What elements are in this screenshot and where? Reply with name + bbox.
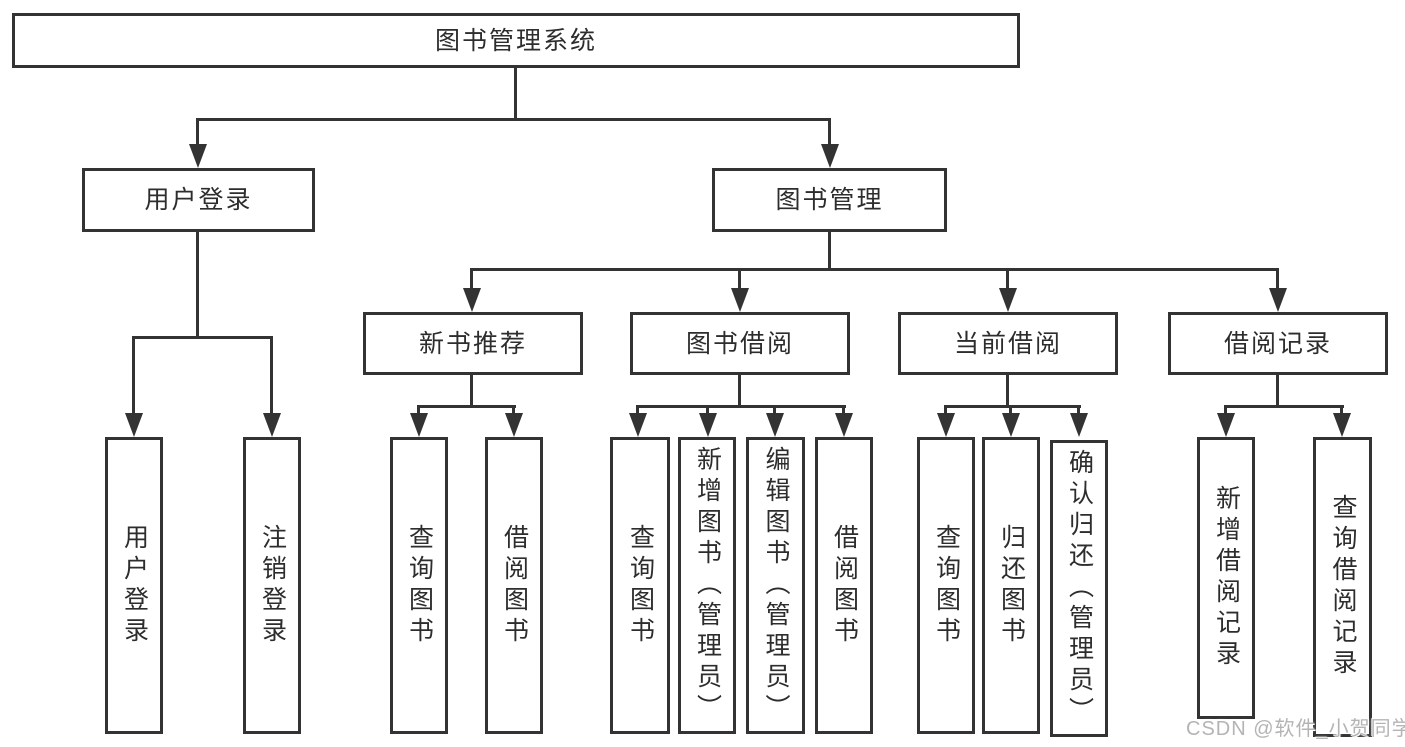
arrowhead [731, 288, 749, 312]
connector-line [828, 118, 831, 148]
arrowhead [999, 288, 1017, 312]
connector-line [470, 268, 473, 292]
node-borrowing-records: 借阅记录 [1168, 312, 1388, 375]
connector-line [1077, 405, 1080, 419]
leaf-label: 用户登录 [120, 523, 149, 648]
leaf-label: 注销登录 [258, 523, 287, 648]
leaf-query-borrow-record: 查询借阅记录 [1313, 437, 1372, 737]
connector-line [1009, 405, 1012, 419]
arrowhead [263, 413, 281, 437]
connector-line [1340, 405, 1343, 419]
connector-line [417, 405, 420, 419]
connector-line [706, 405, 709, 419]
leaf-label: 查询图书 [932, 523, 961, 648]
connector-line [196, 118, 199, 148]
connector-line [738, 373, 741, 408]
connector-line [470, 373, 473, 408]
arrowhead [835, 413, 853, 437]
leaf-borrow-books-borrowing: 借阅图书 [815, 437, 873, 734]
leaf-label: 借阅图书 [830, 523, 859, 648]
leaf-user-login: 用户登录 [105, 437, 163, 734]
leaf-label: 归还图书 [997, 523, 1026, 648]
node-current-borrowing: 当前借阅 [898, 312, 1118, 375]
arrowhead [1217, 413, 1235, 437]
node-book-borrowing: 图书借阅 [630, 312, 850, 375]
leaf-return-books: 归还图书 [982, 437, 1040, 734]
arrowhead [629, 413, 647, 437]
leaf-label: 查询借阅记录 [1329, 494, 1357, 680]
connector-line [1224, 405, 1344, 408]
leaf-add-books-admin: 新增图书（管理员） [678, 437, 736, 734]
node-user-login: 用户登录 [82, 168, 315, 232]
arrowhead [463, 288, 481, 312]
leaf-label: 查询图书 [626, 523, 655, 648]
connector-line [196, 118, 831, 121]
leaf-label: 借阅图书 [500, 523, 529, 648]
arrowhead [505, 413, 523, 437]
connector-line [512, 405, 515, 419]
connector-line [1276, 373, 1279, 408]
connector-line [514, 66, 517, 121]
leaf-label: 确认归还（管理员） [1065, 449, 1094, 728]
connector-line [944, 405, 1081, 408]
node-book-management: 图书管理 [712, 168, 947, 232]
arrowhead [125, 413, 143, 437]
arrowhead [410, 413, 428, 437]
connector-line [417, 405, 516, 408]
arrowhead [1002, 413, 1020, 437]
leaf-query-books-borrowing: 查询图书 [610, 437, 670, 734]
connector-line [132, 336, 273, 339]
arrowhead [1070, 413, 1088, 437]
connector-line [842, 405, 845, 419]
connector-line [1276, 268, 1279, 292]
connector-line [132, 336, 135, 417]
connector-line [1224, 405, 1227, 419]
arrowhead [821, 144, 839, 168]
watermark-csdn: CSDN @软件_小贺同学 [1186, 718, 1405, 740]
connector-line [470, 268, 1279, 271]
leaf-label: 编辑图书（管理员） [762, 446, 790, 725]
arrowhead [699, 413, 717, 437]
connector-line [773, 405, 776, 419]
leaf-query-books-recommend: 查询图书 [390, 437, 448, 734]
arrowhead [189, 144, 207, 168]
connector-line [828, 230, 831, 271]
leaf-label: 新增借阅记录 [1212, 485, 1241, 671]
node-library-system: 图书管理系统 [12, 13, 1020, 68]
leaf-add-borrow-record: 新增借阅记录 [1197, 437, 1255, 719]
connector-line [738, 268, 741, 292]
arrowhead [1333, 413, 1351, 437]
arrowhead [766, 413, 784, 437]
arrowhead [937, 413, 955, 437]
leaf-label: 查询图书 [405, 523, 434, 648]
leaf-edit-books-admin: 编辑图书（管理员） [746, 437, 805, 734]
leaf-logout: 注销登录 [243, 437, 301, 734]
leaf-borrow-books-recommend: 借阅图书 [485, 437, 543, 734]
connector-line [270, 336, 273, 417]
connector-line [636, 405, 846, 408]
arrowhead [1269, 288, 1287, 312]
leaf-label: 新增图书（管理员） [693, 446, 722, 725]
node-new-book-recommend: 新书推荐 [363, 312, 583, 375]
connector-line [196, 230, 199, 339]
connector-line [944, 405, 947, 419]
leaf-confirm-return-admin: 确认归还（管理员） [1050, 440, 1108, 737]
connector-line [1006, 268, 1009, 292]
connector-line [1006, 373, 1009, 408]
connector-line [636, 405, 639, 419]
leaf-query-books-current: 查询图书 [917, 437, 975, 734]
